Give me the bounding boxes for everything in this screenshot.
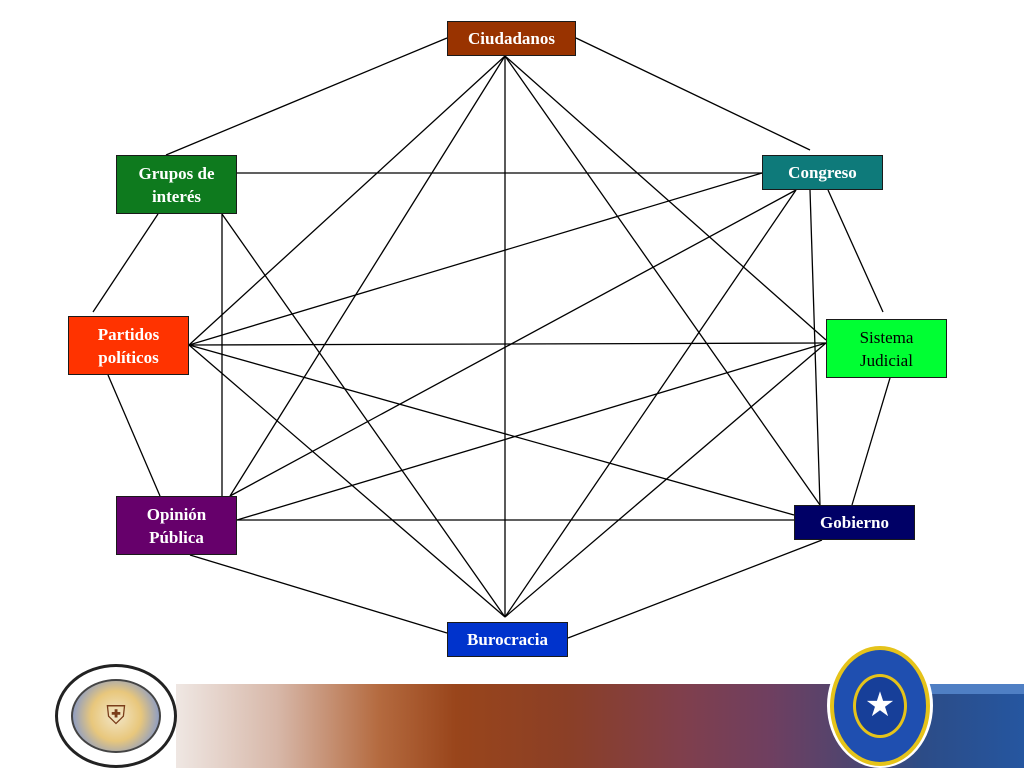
node-sistema-judicial: Sistema Judicial [826, 319, 947, 378]
seal-emblem: ⛨ [71, 679, 161, 753]
edge-congreso-gobierno [809, 189, 821, 506]
escuela-trabajo-social-seal-icon: ★ [827, 643, 933, 768]
edge-ciudadanos-congreso [575, 37, 811, 151]
edge-partidos-burocracia [188, 344, 506, 618]
edge-ciudadanos-opinion [229, 55, 506, 497]
node-grupos-de-interes: Grupos de interés [116, 155, 237, 214]
edge-congreso-opinion [229, 189, 797, 497]
edge-opinion-burocracia [189, 554, 448, 634]
node-label: Partidos políticos [97, 324, 160, 367]
edge-congreso-sistema [827, 189, 884, 313]
node-partidos-politicos: Partidos políticos [68, 316, 189, 375]
edge-partidos-sistema [188, 342, 827, 346]
node-ciudadanos: Ciudadanos [447, 21, 576, 56]
edge-sistema-opinion [236, 342, 827, 521]
edge-ciudadanos-sistema [504, 55, 827, 341]
edge-ciudadanos-gobierno [504, 55, 821, 506]
node-opinion-publica: Opinión Pública [116, 496, 237, 555]
node-label: Grupos de interés [138, 163, 215, 206]
node-label: Gobierno [820, 513, 889, 532]
edge-ciudadanos-grupos [165, 37, 448, 156]
node-label: Opinión Pública [146, 504, 207, 547]
node-label: Congreso [788, 163, 857, 182]
edge-grupos-partidos [92, 213, 159, 313]
edge-sistema-gobierno [851, 377, 891, 506]
university-seal-icon: ⛨ [55, 664, 177, 768]
edge-partidos-gobierno [188, 344, 795, 516]
edge-sistema-burocracia [504, 342, 827, 618]
node-gobierno: Gobierno [794, 505, 915, 540]
edge-congreso-partidos [188, 172, 763, 346]
footer-stripe [876, 684, 1024, 694]
node-label: Burocracia [467, 630, 548, 649]
edge-grupos-burocracia [221, 213, 506, 618]
edge-ciudadanos-partidos [188, 55, 506, 346]
node-burocracia: Burocracia [447, 622, 568, 657]
node-label: Ciudadanos [468, 29, 555, 48]
seal-ring: ★ [830, 645, 930, 766]
edge-congreso-burocracia [504, 189, 797, 618]
node-label: Sistema Judicial [859, 327, 914, 370]
star-icon: ★ [853, 673, 907, 738]
node-congreso: Congreso [762, 155, 883, 190]
edge-gobierno-burocracia [567, 539, 823, 639]
edge-partidos-opinion [107, 374, 161, 497]
